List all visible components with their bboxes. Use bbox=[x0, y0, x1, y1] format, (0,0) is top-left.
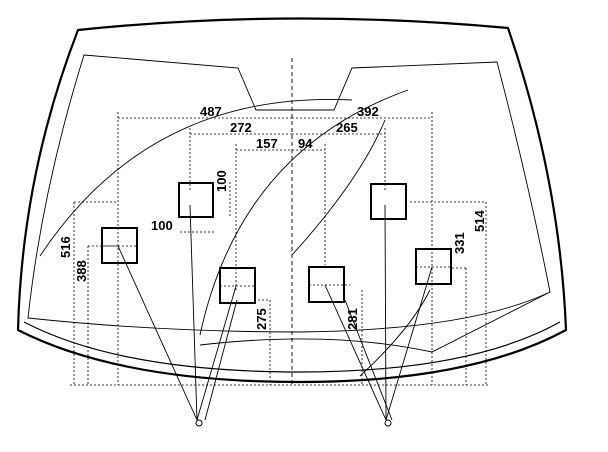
dim-label-487: 487 bbox=[200, 104, 222, 119]
wiper-sweep-left bbox=[39, 98, 353, 257]
sensor-box-right bbox=[415, 248, 452, 285]
wiper-sweep-right-inner bbox=[291, 119, 386, 256]
dim-label-392: 392 bbox=[357, 104, 379, 119]
windshield-inner-edge bbox=[23, 321, 561, 373]
dim-label-157: 157 bbox=[256, 136, 278, 151]
windshield-outer-outline bbox=[16, 17, 568, 384]
sensor-box-left bbox=[101, 227, 138, 264]
dim-label-388: 388 bbox=[74, 260, 89, 282]
dim-label-281: 281 bbox=[345, 308, 360, 330]
dim-label-265: 265 bbox=[336, 120, 358, 135]
dim-label-94: 94 bbox=[298, 136, 313, 151]
wiper-sweep-left-inner bbox=[199, 89, 409, 336]
wiper-sweep-right bbox=[199, 291, 551, 353]
dim-label-516: 516 bbox=[58, 236, 73, 258]
dim-label-275: 275 bbox=[254, 308, 269, 330]
sensor-box-top-left bbox=[178, 182, 214, 218]
sensor-box-top-right bbox=[370, 183, 407, 220]
sensor-box-center bbox=[308, 266, 345, 303]
dim-label-514: 514 bbox=[472, 210, 487, 232]
frit-boundary bbox=[27, 54, 551, 333]
pivot-right bbox=[384, 419, 392, 427]
wiper-right-curve bbox=[359, 289, 431, 377]
dim-label-331: 331 bbox=[452, 232, 467, 254]
pivot-left bbox=[195, 419, 203, 427]
dim-label-100-vertical: 100 bbox=[214, 170, 229, 192]
dim-label-272: 272 bbox=[230, 120, 252, 135]
dim-label-100-horizontal: 100 bbox=[151, 218, 173, 233]
sensor-box-center-left bbox=[219, 267, 256, 304]
